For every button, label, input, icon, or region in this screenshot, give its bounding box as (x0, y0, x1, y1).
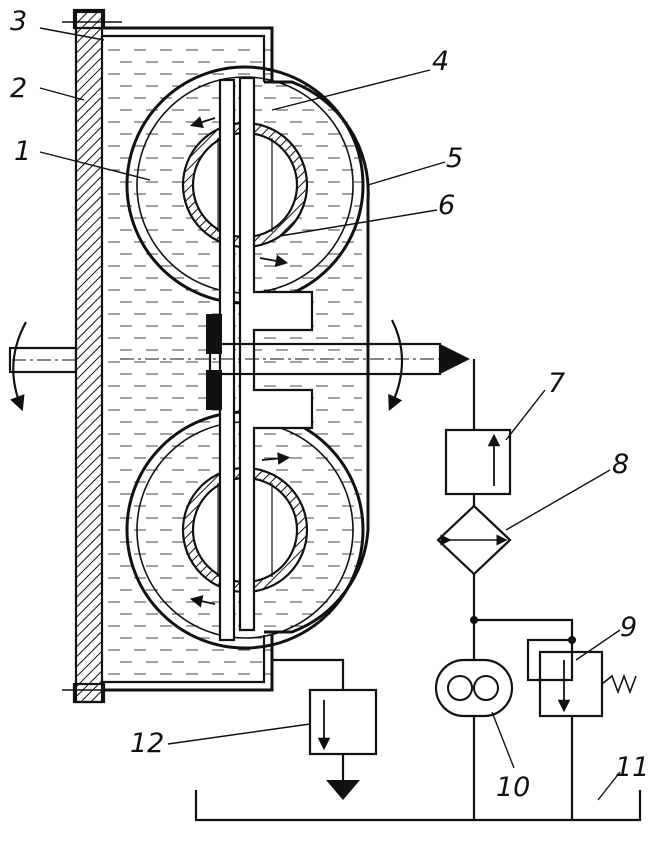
flow-arrows (189, 116, 291, 608)
label-6: 6 (438, 190, 455, 221)
output-rotation-arrow (388, 319, 404, 412)
label-7: 7 (548, 368, 565, 399)
label-12: 12 (130, 728, 164, 759)
label-8: 8 (612, 449, 629, 480)
label-9: 9 (620, 612, 637, 643)
label-5: 5 (446, 143, 463, 174)
tank-11 (194, 790, 642, 822)
pump-flange-hub (62, 8, 122, 704)
drain-valve-12 (308, 688, 378, 756)
leader-lines (39, 27, 621, 801)
runner-housing (264, 80, 370, 634)
check-valve-7 (444, 428, 512, 496)
output-shaft (120, 342, 470, 376)
label-3: 3 (10, 6, 27, 37)
label-4: 4 (432, 46, 449, 77)
input-rotation-arrow (10, 321, 27, 412)
label-1: 1 (14, 136, 31, 167)
hydraulic-circuit (194, 359, 642, 822)
pump-wheel (218, 78, 236, 642)
label-11: 11 (615, 752, 649, 783)
label-10: 10 (496, 772, 530, 803)
label-2: 2 (10, 73, 27, 104)
input-shaft (8, 346, 78, 374)
outer-casing (102, 26, 274, 692)
